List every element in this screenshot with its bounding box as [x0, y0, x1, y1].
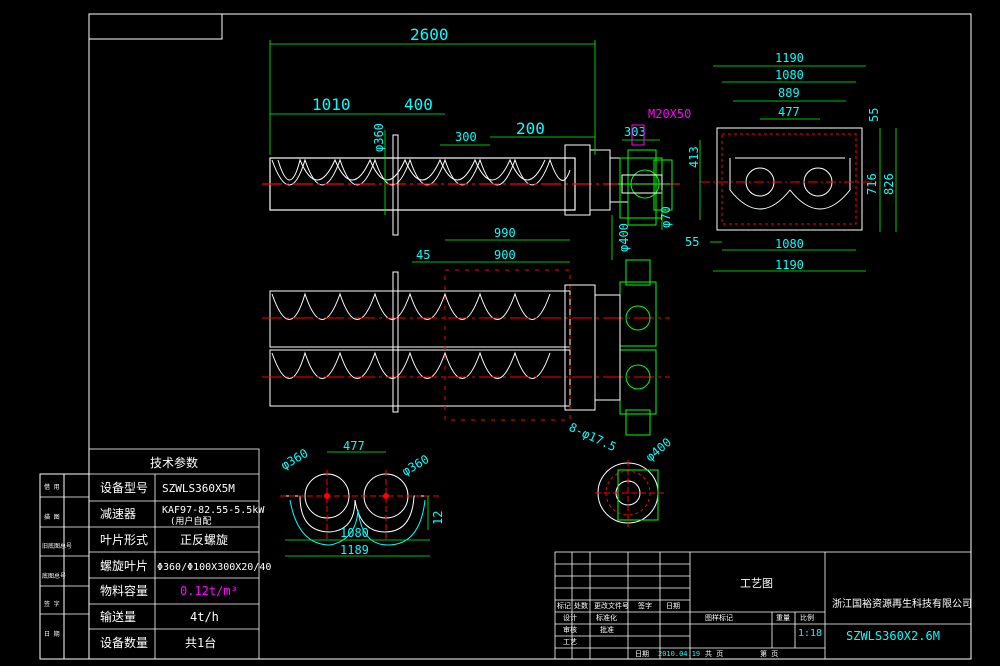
tech-row-value: KAF97-82.55-5.5kW [162, 505, 265, 516]
tb-standard: 标准化 [596, 613, 617, 622]
dim-45: 45 [416, 248, 430, 262]
tech-row-label: 设备型号 [100, 481, 148, 495]
tech-row-label: 减速器 [100, 507, 136, 521]
side-label: 日 期 [44, 630, 60, 638]
tb-scale-value: 1:18 [798, 628, 822, 639]
tb-date-label: 日期 [635, 650, 649, 658]
tech-row-label: 物料容量 [100, 583, 148, 598]
dim-716: 716 [865, 173, 879, 195]
side-label: 底图总号 [42, 572, 66, 580]
tb-col-label: 签字 [638, 601, 652, 610]
title-block [554, 551, 972, 660]
tb-scale: 比例 [800, 613, 814, 622]
tech-row-label: 输送量 [100, 609, 136, 624]
dim-477-top: 477 [778, 105, 800, 119]
dim-900: 900 [494, 248, 516, 262]
tech-row-label: 叶片形式 [100, 533, 148, 547]
tb-col-label: 处数 [574, 601, 588, 610]
tb-process: 工艺 [563, 638, 577, 646]
tb-company: 浙江国裕资源再生科技有限公司 [832, 597, 972, 610]
dim-55-top: 55 [867, 108, 881, 122]
tb-drawing-name: 工艺图 [740, 577, 773, 590]
tb-designer: 设计 [563, 613, 577, 622]
dim-55-bottom: 55 [685, 235, 699, 249]
end-view [700, 127, 880, 231]
tech-row-value: (用户自配 [170, 515, 211, 527]
dim-990: 990 [494, 226, 516, 240]
flange-view [595, 460, 665, 527]
top-dimensions [269, 40, 663, 260]
tb-approve: 批准 [600, 625, 614, 634]
tech-row-label: 螺旋叶片 [100, 559, 148, 573]
side-label: 旧底图总号 [42, 542, 72, 550]
dim-889: 889 [778, 86, 800, 100]
side-label-column: 借 用 描 图 旧底图总号 底图总号 签 字 日 期 [42, 483, 72, 638]
tech-row-value: 共1台 [185, 635, 216, 650]
tech-row-value: 正反螺旋 [180, 533, 228, 547]
tech-table [88, 448, 260, 660]
tb-col-label: 标记 [557, 601, 571, 610]
dim-826: 826 [882, 173, 896, 195]
tech-row-value: Φ360/Φ100X300X20/40 [157, 562, 271, 573]
dim-phi360: φ360 [372, 123, 386, 152]
tb-weight: 重量 [776, 614, 790, 622]
tech-row-value: 0.12t/m³ [180, 584, 238, 598]
end-view-dimensions [699, 65, 897, 272]
dim-1080-top: 1080 [775, 68, 804, 82]
dim-1080-bottom: 1080 [775, 237, 804, 251]
sec-dim-477: 477 [343, 439, 365, 453]
top-screw-view [262, 134, 680, 236]
end-view-labels: 1190 1080 889 477 55 413 716 826 55 1080… [685, 51, 896, 272]
tb-col-label: 日期 [666, 602, 680, 610]
dim-400: 400 [404, 95, 433, 114]
tech-table-title: 技术参数 [150, 455, 198, 470]
dim-300: 300 [455, 130, 477, 144]
dim-413: 413 [687, 146, 701, 168]
side-label: 借 用 [44, 483, 60, 491]
twin-screw-view [262, 259, 670, 436]
tb-col-label: 更改文件号 [594, 601, 629, 610]
tb-stage: 图样标记 [705, 613, 733, 622]
top-dimension-labels: 2600 1010 400 300 200 303 φ360 φ70 φ400 [312, 25, 673, 252]
dim-phi400: φ400 [617, 223, 631, 252]
tb-drawing-no: SZWLS360X2.6M [846, 629, 940, 643]
tb-sheet-no: 第 页 [760, 649, 778, 658]
dim-1010: 1010 [312, 95, 351, 114]
side-label: 签 字 [44, 600, 60, 608]
sec-dim-1189: 1189 [340, 543, 369, 557]
bolt-label: M20X50 [648, 107, 691, 121]
dim-2600: 2600 [410, 25, 449, 44]
side-label: 描 图 [44, 513, 60, 521]
dim-303: 303 [624, 125, 646, 139]
tb-check: 审核 [563, 625, 577, 634]
tech-row-value: SZWLS360X5M [162, 482, 235, 495]
dim-1190-top: 1190 [775, 51, 804, 65]
tb-date-value: 2010.04.19 [658, 650, 700, 658]
dim-1190-bottom: 1190 [775, 258, 804, 272]
twin-dimensions [412, 239, 570, 263]
tech-row-label: 设备数量 [100, 635, 148, 650]
sec-dim-12: 12 [431, 511, 445, 525]
dim-200: 200 [516, 119, 545, 138]
tb-sheet-total: 共 页 [705, 649, 723, 658]
sec-dim-1080: 1080 [340, 526, 369, 540]
tech-row-value: 4t/h [190, 610, 219, 624]
dim-phi70: φ70 [659, 206, 673, 228]
